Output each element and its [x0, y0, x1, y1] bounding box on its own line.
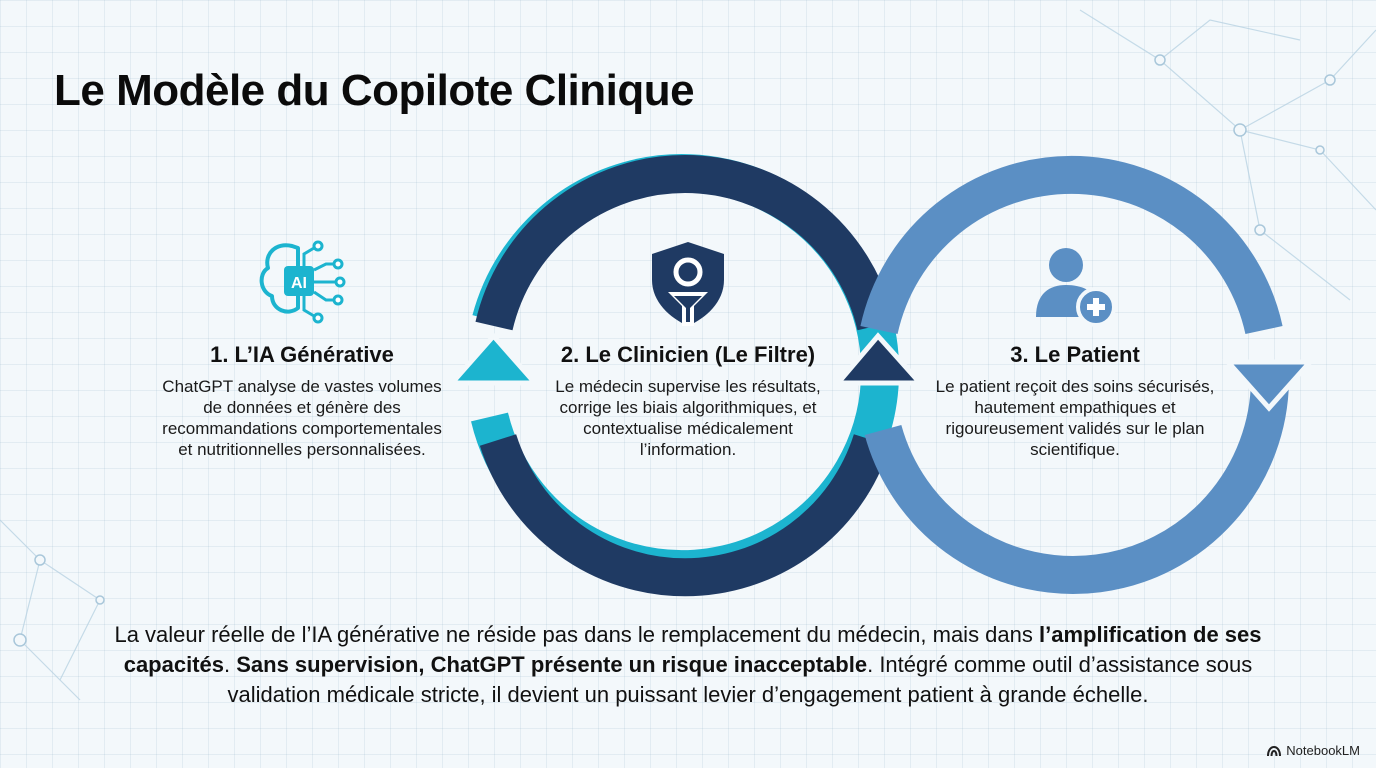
brand-badge: NotebookLM — [1267, 743, 1360, 758]
summary-bold-1: l’amplification de ses capacités — [123, 622, 1262, 677]
stage-2-description: Le médecin supervise les résultats, corr… — [555, 377, 821, 459]
brand-label: NotebookLM — [1286, 743, 1360, 758]
stage-1-arrow — [446, 332, 541, 386]
stage-3-title: 3. Le Patient — [1010, 342, 1140, 367]
stage-3-arrow — [1222, 359, 1316, 412]
patient-plus-icon — [1036, 248, 1116, 327]
summary-part-2: . — [224, 652, 237, 677]
stage-3-card: 3. Le Patient Le patient reçoit des soin… — [930, 342, 1220, 460]
ai-brain-icon: AI — [259, 240, 346, 324]
summary-bold-2: Sans supervision, ChatGPT présente un ri… — [236, 652, 868, 677]
summary-part-3: . Intégré comme outil d’assistance sous … — [227, 652, 1253, 707]
stage-1-title: 1. L’IA Générative — [210, 342, 394, 367]
shield-filter-icon — [652, 242, 724, 326]
stage-3-description: Le patient reçoit des soins sécurisés, h… — [935, 377, 1215, 459]
summary-part-1: La valeur réelle de l’IA générative ne r… — [114, 622, 1039, 647]
summary-text: La valeur réelle de l’IA générative ne r… — [92, 620, 1284, 710]
stage-2-card: 2. Le Clinicien (Le Filtre) Le médecin s… — [543, 342, 833, 460]
stage-1-description: ChatGPT analyse de vastes volumes de don… — [162, 377, 442, 459]
stage-3-ring — [860, 155, 1316, 594]
stage-2-arrow — [832, 332, 926, 386]
stage-2-title: 2. Le Clinicien (Le Filtre) — [560, 342, 816, 367]
stage-1-card: 1. L’IA Générative ChatGPT analyse de va… — [157, 342, 447, 460]
page-title: Le Modèle du Copilote Clinique — [54, 66, 695, 115]
stage-2-ring — [475, 154, 926, 597]
notebooklm-logo-icon — [1267, 745, 1282, 756]
svg-text:AI: AI — [291, 275, 307, 292]
